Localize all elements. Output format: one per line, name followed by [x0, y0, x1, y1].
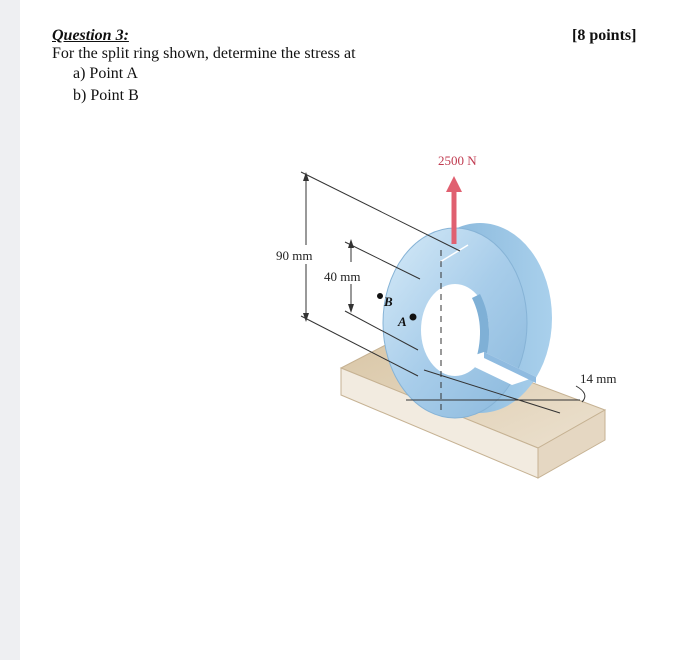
page-margin [0, 0, 20, 660]
question-title: Question 3: [52, 27, 129, 44]
question-prompt: For the split ring shown, determine the … [52, 45, 356, 62]
thickness-label: 14 mm [580, 371, 616, 386]
point-b-marker [377, 293, 383, 299]
points-label: [8 points] [572, 27, 637, 44]
outer-dimension-label: 90 mm [276, 248, 312, 263]
point-a-label: A [397, 314, 407, 329]
force-label: 2500 N [438, 153, 477, 168]
item-point-b: b) Point B [73, 87, 139, 104]
split-ring [382, 223, 552, 419]
inner-dimension-label: 40 mm [324, 269, 360, 284]
point-b-label: B [383, 294, 393, 309]
dimension-arrowheads [303, 172, 354, 322]
document-page: Question 3: [8 points] For the split rin… [20, 0, 700, 660]
dimension-lines [300, 171, 586, 414]
item-point-a: a) Point A [73, 65, 138, 82]
point-a-marker [409, 313, 417, 321]
force-arrow [446, 176, 462, 244]
